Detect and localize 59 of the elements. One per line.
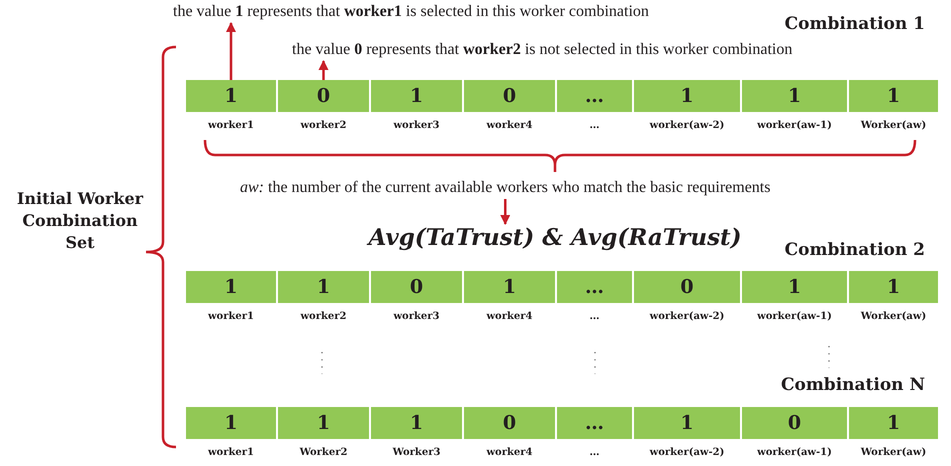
worker-label: worker(aw-1) — [756, 311, 833, 323]
bit-cell: 1 — [185, 80, 277, 112]
bit-cell: 1 — [848, 271, 939, 303]
bit-cell: 1 — [741, 271, 848, 303]
bit-cell: 1 — [741, 80, 848, 112]
combination-heading: Combination 2 — [784, 240, 925, 260]
bit-cell: 0 — [277, 80, 370, 112]
bit-cell: 0 — [463, 407, 556, 439]
worker-label: worker(aw-1) — [756, 447, 833, 459]
combination-heading: Combination N — [780, 375, 925, 395]
bit-cell: 1 — [633, 407, 741, 439]
worker-label: worker(aw-1) — [756, 120, 833, 132]
worker-label: Worker2 — [298, 447, 348, 459]
worker-label: worker(aw-2) — [648, 311, 726, 323]
combination-heading: Combination 1 — [784, 14, 925, 34]
bit-cell: … — [556, 80, 633, 112]
worker-label: worker1 — [206, 120, 256, 132]
arrow — [318, 60, 328, 80]
set-heading: Initial Worker Combination Set — [16, 188, 144, 254]
bit-cell: 1 — [370, 80, 463, 112]
arrow — [500, 199, 510, 225]
bit-cell: 0 — [633, 271, 741, 303]
bit-cell: 1 — [370, 407, 463, 439]
worker-label: worker4 — [485, 120, 534, 132]
bit-cell: … — [556, 271, 633, 303]
worker-label: worker1 — [206, 311, 256, 323]
definition-text: aw: the number of the current available workers who match the basic requirements — [240, 178, 770, 198]
bit-cell: 1 — [848, 80, 939, 112]
worker-label: … — [588, 311, 600, 323]
worker-label: worker(aw-2) — [648, 120, 726, 132]
annotation-text: the value 0 represents that worker2 is not selected in this worker combination — [292, 40, 792, 60]
worker-label: worker3 — [392, 120, 441, 132]
worker-label: worker2 — [299, 311, 348, 323]
worker-label: worker4 — [485, 311, 534, 323]
worker-label: Worker(aw) — [860, 447, 928, 459]
worker-label: worker1 — [206, 447, 256, 459]
bit-cell: … — [556, 407, 633, 439]
worker-label: Worker(aw) — [860, 311, 928, 323]
worker-label: … — [588, 120, 600, 132]
bit-cell: 1 — [848, 407, 939, 439]
worker-label: worker2 — [299, 120, 348, 132]
bit-cell: 1 — [463, 271, 556, 303]
worker-label: … — [588, 447, 600, 459]
arrow — [226, 22, 236, 80]
worker-label: worker(aw-2) — [648, 447, 726, 459]
worker-label: worker3 — [392, 311, 441, 323]
bit-cell: 1 — [185, 271, 277, 303]
worker-label: Worker3 — [392, 447, 442, 459]
bit-cell: 1 — [633, 80, 741, 112]
bit-cell: 1 — [277, 407, 370, 439]
bit-cell: 1 — [277, 271, 370, 303]
bit-cell: 0 — [741, 407, 848, 439]
worker-label: worker4 — [485, 447, 534, 459]
worker-label: Worker(aw) — [860, 120, 928, 132]
bit-cell: 0 — [370, 271, 463, 303]
bit-cell: 0 — [463, 80, 556, 112]
formula-text: Avg(TaTrust) & Avg(RaTrust) — [368, 224, 742, 252]
bit-cell: 1 — [185, 407, 277, 439]
annotation-text: the value 1 represents that worker1 is selected in this worker combination — [173, 2, 649, 22]
